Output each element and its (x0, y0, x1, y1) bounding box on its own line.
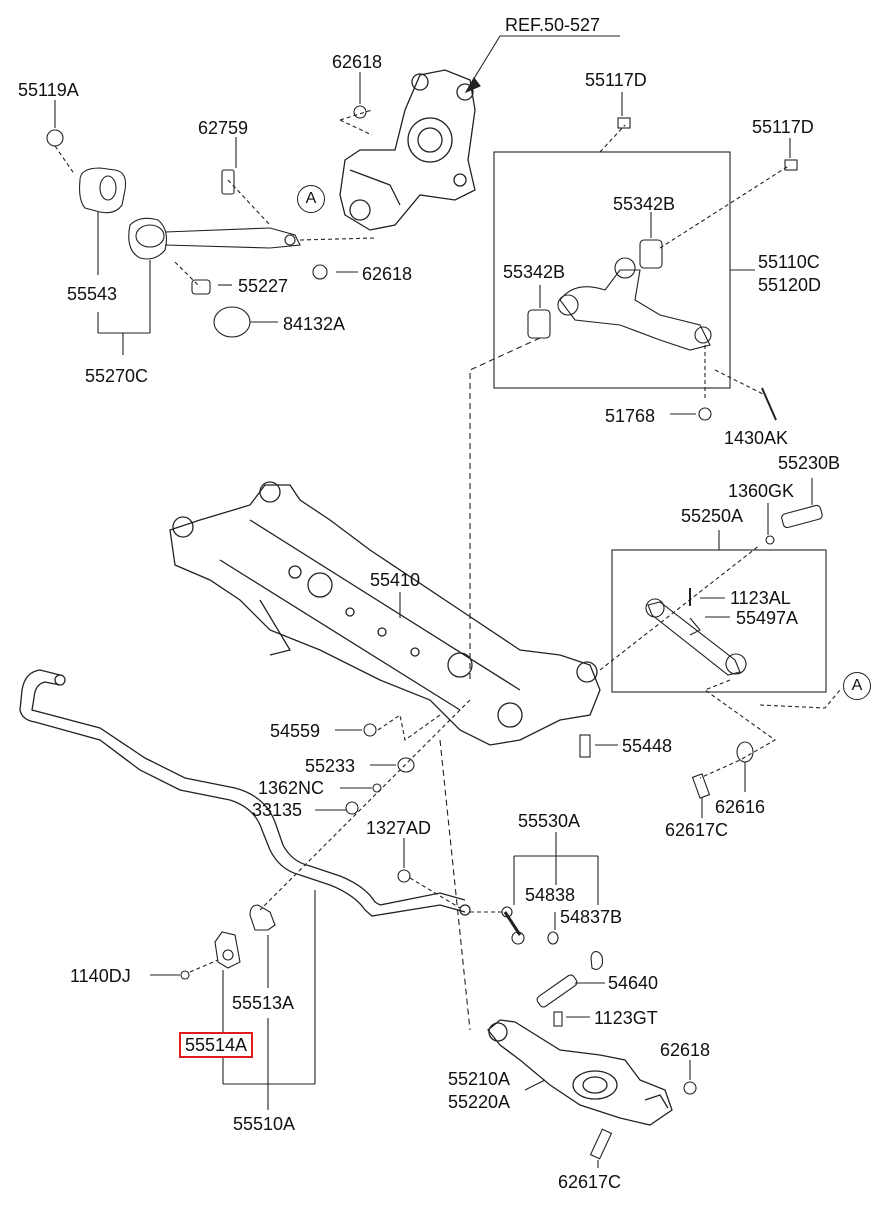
part-51768[interactable]: 51768 (605, 406, 656, 426)
bushing-55513A (249, 904, 276, 931)
part-1140DJ[interactable]: 1140DJ (70, 966, 131, 986)
part-55497A[interactable]: 55497A (736, 608, 799, 628)
bolt-62617C-mid (691, 773, 711, 799)
nut-54559 (363, 723, 377, 737)
part-33135[interactable]: 33135 (252, 800, 303, 820)
part-55220A[interactable]: 55220A (448, 1092, 511, 1112)
part-55510A[interactable]: 55510A (233, 1114, 296, 1134)
part-55342B-lower[interactable]: 55342B (503, 262, 566, 282)
part-84132A[interactable]: 84132A (283, 314, 346, 334)
bolt-55117D-right (784, 159, 798, 171)
part-62617C-mid[interactable]: 62617C (665, 820, 729, 840)
bolt-1123GT (553, 1011, 563, 1027)
part-55530A[interactable]: 55530A (518, 811, 581, 831)
part-54837B[interactable]: 54837B (560, 907, 623, 927)
ref-arrow-line (469, 35, 501, 86)
stabilizer-bar-55510A (19, 669, 471, 917)
part-55543[interactable]: 55543 (67, 284, 118, 304)
part-55110C[interactable]: 55110C (758, 252, 820, 272)
part-1123AL[interactable]: 1123AL (730, 588, 791, 608)
part-55250A[interactable]: 55250A (681, 506, 744, 526)
subframe-55410 (169, 481, 601, 746)
nut-33135 (345, 801, 359, 815)
part-55513A[interactable]: 55513A (232, 993, 295, 1013)
bolt-1140DJ (180, 970, 190, 980)
part-55514A-highlighted[interactable]: 55514A (179, 1032, 254, 1058)
nut-51768 (698, 407, 712, 421)
part-1430AK[interactable]: 1430AK (724, 428, 789, 448)
part-55227[interactable]: 55227 (238, 276, 289, 296)
connector-a-top: A (297, 185, 325, 213)
part-1123GT[interactable]: 1123GT (594, 1008, 658, 1028)
connector-a-right: A (843, 672, 871, 700)
bolt-55227 (191, 279, 211, 295)
part-55342B-upper[interactable]: 55342B (613, 194, 676, 214)
bolt-54640 (536, 974, 578, 1008)
part-1360GK[interactable]: 1360GK (728, 481, 795, 501)
bushing-55342B-upper (639, 239, 663, 269)
part-1327AD[interactable]: 1327AD (366, 818, 432, 838)
part-62616[interactable]: 62616 (715, 797, 766, 817)
part-55120D[interactable]: 55120D (758, 275, 822, 295)
part-55117D-top[interactable]: 55117D (585, 70, 647, 90)
lateral-arm-55270C (46, 129, 301, 260)
part-55119A[interactable]: 55119A (18, 80, 79, 100)
nut-62618-top (353, 105, 367, 119)
cap-84132A (213, 306, 251, 338)
nut-1360GK (765, 535, 775, 545)
part-54559[interactable]: 54559 (270, 721, 321, 741)
bolt-62759 (221, 169, 235, 195)
part-55230B[interactable]: 55230B (778, 453, 841, 473)
knuckle-part (339, 69, 476, 231)
part-54838[interactable]: 54838 (525, 885, 576, 905)
part-62618-mid[interactable]: 62618 (362, 264, 413, 284)
nut-62618-mid (312, 264, 328, 280)
part-55448[interactable]: 55448 (622, 736, 673, 756)
upper-arm-55110C (557, 257, 712, 351)
bolt-55230B (781, 504, 823, 529)
lower-arm-55210A (487, 1019, 673, 1126)
part-1362NC[interactable]: 1362NC (258, 778, 325, 798)
part-55233[interactable]: 55233 (305, 756, 356, 776)
bushing-55233 (397, 757, 415, 773)
part-54640[interactable]: 54640 (608, 973, 659, 993)
part-62618-top[interactable]: 62618 (332, 52, 383, 72)
part-55410[interactable]: 55410 (370, 570, 421, 590)
bushing-55342B-lower (527, 309, 551, 339)
bolt-55117D-top (617, 117, 631, 129)
bolt-55448 (579, 734, 591, 758)
oring-54838 (547, 931, 559, 945)
part-62759[interactable]: 62759 (198, 118, 249, 138)
trailing-link-55250A (645, 598, 747, 676)
washer-1362NC (372, 783, 382, 793)
bolt-62617C-low (589, 1128, 613, 1160)
part-55270C[interactable]: 55270C (85, 366, 149, 386)
part-62618-low[interactable]: 62618 (660, 1040, 711, 1060)
cap-54837B (590, 951, 604, 971)
part-62617C-low[interactable]: 62617C (558, 1172, 622, 1192)
ref-label[interactable]: REF.50-527 (505, 15, 601, 35)
part-55210A[interactable]: 55210A (448, 1069, 511, 1089)
nut-62618-low (683, 1081, 697, 1095)
washer-62616 (736, 741, 754, 763)
stabilizer-link-55530A (501, 906, 525, 945)
bracket-55514A (214, 931, 241, 969)
bolt-1327AD (397, 869, 411, 883)
part-55117D-right[interactable]: 55117D (752, 117, 814, 137)
